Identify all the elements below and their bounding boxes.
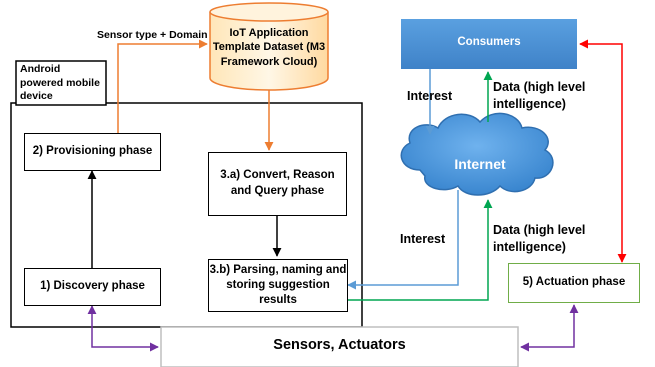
provisioning-box: 2) Provisioning phase — [24, 133, 161, 171]
edge-consumers-actuation — [579, 39, 627, 263]
dataset-label: IoT Application Template Dataset (M3 Fra… — [212, 27, 326, 68]
internet-label: Internet — [454, 156, 506, 172]
edge-parsing-to-internet — [348, 199, 493, 301]
android-label-box — [15, 60, 107, 106]
edge-label-data-bottom: Data (high level intelligence) — [493, 223, 586, 254]
android-device-label: Android powered mobile device — [20, 63, 100, 103]
edge-provisioning-to-dataset — [117, 39, 208, 133]
consumers-box — [401, 19, 577, 69]
edge-internet-to-parsing — [347, 190, 459, 290]
consumers-label: Consumers — [457, 36, 521, 48]
edge-label-interest-bottom: Interest — [400, 232, 446, 246]
discovery-box: 1) Discovery phase — [24, 268, 161, 306]
convert-box: 3.a) Convert, Reason and Query phase — [208, 152, 347, 216]
sensors-bar — [160, 326, 519, 367]
edge-label-data-top: Data (high level intelligence) — [493, 80, 586, 111]
parsing-box: 3.b) Parsing, naming and storing suggest… — [208, 259, 348, 312]
edge-label-sensor-domain: Sensor type + Domain — [97, 29, 208, 41]
actuation-box: 5) Actuation phase — [508, 263, 640, 303]
internet-cloud — [400, 112, 554, 196]
dataset-cylinder — [209, 2, 329, 91]
edge-discovery-sensors — [87, 305, 159, 352]
edge-actuation-sensors — [520, 304, 579, 352]
sensors-label: Sensors, Actuators — [273, 337, 406, 353]
edge-label-interest-top: Interest — [407, 89, 453, 103]
